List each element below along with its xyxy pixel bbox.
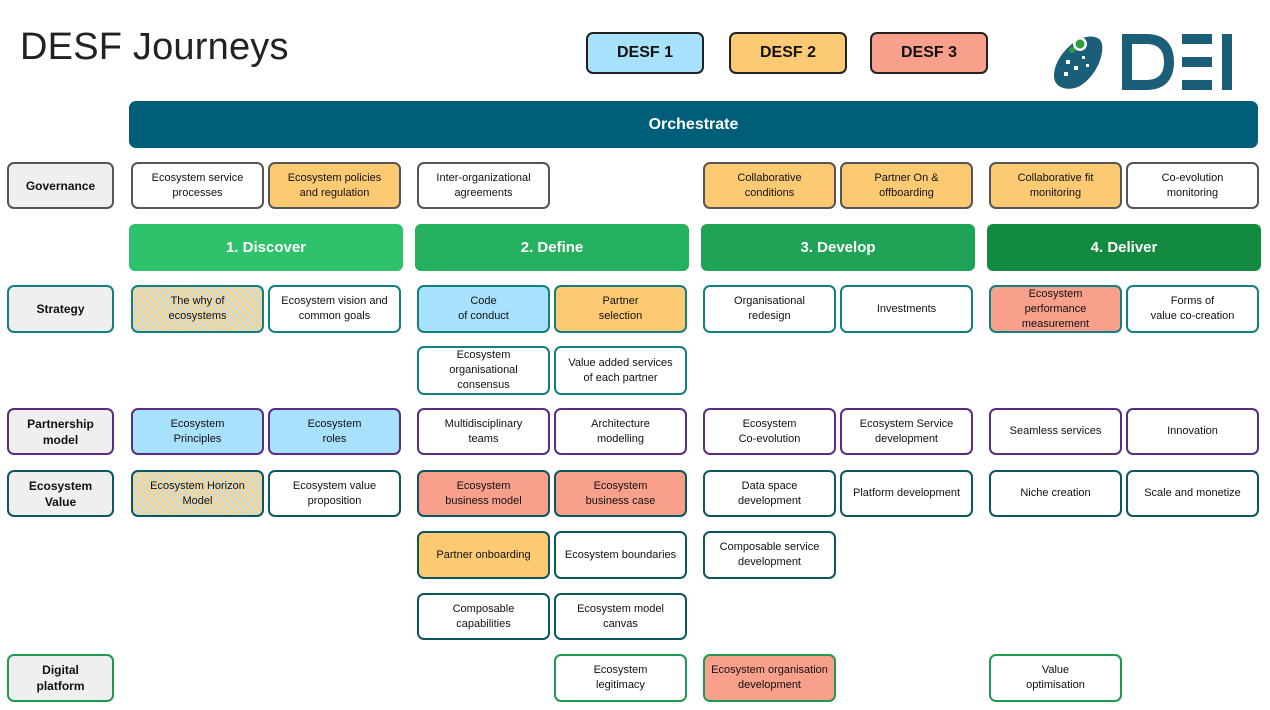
legend-desf-3: DESF 3: [870, 32, 988, 74]
page-title: DESF Journeys: [20, 26, 289, 68]
box-seamless-services: Seamless services: [989, 408, 1122, 455]
row-label-strategy: Strategy: [7, 285, 114, 333]
box-inter-organizational-agreements: Inter-organizational agreements: [417, 162, 550, 209]
phase-deliver: 4. Deliver: [987, 224, 1261, 271]
box-ecosystem-horizon-model: Ecosystem Horizon Model: [131, 470, 264, 517]
box-ecosystem-vision-and-common-goals: Ecosystem vision and common goals: [268, 285, 401, 333]
box-partner-on-offboarding: Partner On & offboarding: [840, 162, 973, 209]
box-ecosystem-service-processes: Ecosystem service processes: [131, 162, 264, 209]
box-ecosystem-roles: Ecosystem roles: [268, 408, 401, 455]
box-organisational-redesign: Organisational redesign: [703, 285, 836, 333]
phase-develop: 3. Develop: [701, 224, 975, 271]
box-ecosystem-performance-measurement: Ecosystem performance measurement: [989, 285, 1122, 333]
box-multidisciplinary-teams: Multidisciplinary teams: [417, 408, 550, 455]
box-ecosystem-business-model: Ecosystem business model: [417, 470, 550, 517]
box-code-of-conduct: Code of conduct: [417, 285, 550, 333]
row-label-partnership-model: Partnership model: [7, 408, 114, 455]
row-label-governance: Governance: [7, 162, 114, 209]
box-partner-selection: Partner selection: [554, 285, 687, 333]
dei-logo: [1054, 34, 1232, 90]
phase-define: 2. Define: [415, 224, 689, 271]
row-label-digital-platform: Digital platform: [7, 654, 114, 702]
box-collaborative-fit-monitoring: Collaborative fit monitoring: [989, 162, 1122, 209]
box-ecosystem-value-proposition: Ecosystem value proposition: [268, 470, 401, 517]
box-value-added-services: Value added services of each partner: [554, 346, 687, 395]
box-niche-creation: Niche creation: [989, 470, 1122, 517]
box-ecosystem-co-evolution: Ecosystem Co-evolution: [703, 408, 836, 455]
box-ecosystem-organisation-development: Ecosystem organisation development: [703, 654, 836, 702]
legend-desf-1: DESF 1: [586, 32, 704, 74]
box-ecosystem-principles: Ecosystem Principles: [131, 408, 264, 455]
box-ecosystem-business-case: Ecosystem business case: [554, 470, 687, 517]
box-co-evolution-monitoring: Co-evolution monitoring: [1126, 162, 1259, 209]
box-ecosystem-legitimacy: Ecosystem legitimacy: [554, 654, 687, 702]
box-scale-and-monetize: Scale and monetize: [1126, 470, 1259, 517]
box-platform-development: Platform development: [840, 470, 973, 517]
box-data-space-development: Data space development: [703, 470, 836, 517]
box-partner-onboarding: Partner onboarding: [417, 531, 550, 579]
box-investments: Investments: [840, 285, 973, 333]
orchestrate-banner: Orchestrate: [129, 101, 1258, 148]
legend-desf-2: DESF 2: [729, 32, 847, 74]
box-ecosystem-model-canvas: Ecosystem model canvas: [554, 593, 687, 640]
box-forms-of-value-co-creation: Forms of value co-creation: [1126, 285, 1259, 333]
box-ecosystem-organisational-consensus: Ecosystem organisational consensus: [417, 346, 550, 395]
box-innovation: Innovation: [1126, 408, 1259, 455]
box-collaborative-conditions: Collaborative conditions: [703, 162, 836, 209]
phase-discover: 1. Discover: [129, 224, 403, 271]
box-architecture-modelling: Architecture modelling: [554, 408, 687, 455]
box-value-optimisation: Value optimisation: [989, 654, 1122, 702]
box-composable-capabilities: Composable capabilities: [417, 593, 550, 640]
box-ecosystem-boundaries: Ecosystem boundaries: [554, 531, 687, 579]
box-ecosystem-policies-and-regulation: Ecosystem policies and regulation: [268, 162, 401, 209]
box-composable-service-development: Composable service development: [703, 531, 836, 579]
row-label-ecosystem-value: Ecosystem Value: [7, 470, 114, 517]
box-the-why-of-ecosystems: The why of ecosystems: [131, 285, 264, 333]
box-ecosystem-service-development: Ecosystem Service development: [840, 408, 973, 455]
